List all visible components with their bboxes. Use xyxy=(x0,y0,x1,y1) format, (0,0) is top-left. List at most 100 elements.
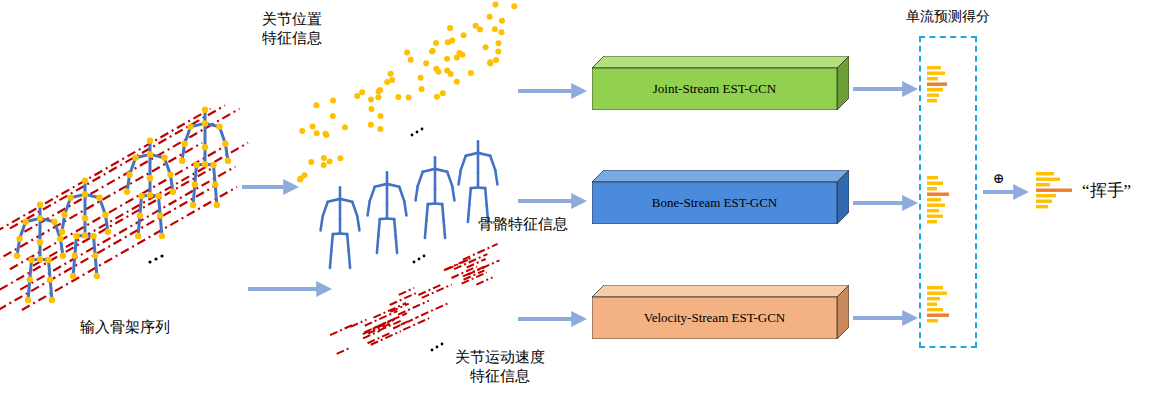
velocity-dash xyxy=(364,317,397,332)
joint-dot xyxy=(376,89,382,95)
feature-caption: 关节位置 特征信息 xyxy=(262,10,331,48)
joint-dot xyxy=(202,120,208,126)
score-bar xyxy=(927,88,943,91)
joint-dot xyxy=(499,18,505,24)
velocity-dash xyxy=(368,333,390,343)
bone-line xyxy=(349,251,350,268)
joint-dot xyxy=(60,253,66,259)
block-front xyxy=(592,68,837,110)
joint-dot xyxy=(190,202,196,208)
flow-arrow xyxy=(518,199,580,203)
joint-dot xyxy=(82,215,88,221)
velocity-dash xyxy=(365,311,398,326)
velocity-dash xyxy=(446,260,468,270)
score-bar xyxy=(927,314,949,317)
joint-dot xyxy=(337,155,343,161)
velocity-dash xyxy=(401,317,419,325)
feature-caption: 骨骼特征信息 xyxy=(478,215,568,234)
joint-dot xyxy=(210,162,216,168)
velocity-dash xyxy=(371,331,401,345)
bone-line xyxy=(447,172,452,186)
velocity-dash xyxy=(351,320,367,327)
joint-dot xyxy=(375,94,381,100)
score-bar xyxy=(927,77,938,80)
skeleton-figure xyxy=(124,138,176,240)
result-label: “挥手” xyxy=(1082,180,1131,201)
bone-line xyxy=(485,188,486,205)
flow-arrow xyxy=(248,287,325,291)
joint-dot xyxy=(434,94,440,100)
bone-line xyxy=(416,186,418,200)
score-bar xyxy=(1036,178,1060,181)
fusion-symbol: ⊕ xyxy=(993,170,1005,188)
joint-dot xyxy=(37,215,43,221)
block-label: Joint-Stream EST-GCN xyxy=(653,81,776,97)
bone-line xyxy=(418,172,423,186)
joint-dot xyxy=(330,113,336,119)
ellipsis-dot xyxy=(154,257,157,260)
bone-line xyxy=(357,216,359,230)
flow-arrow xyxy=(518,89,580,93)
joint-dot xyxy=(147,192,153,198)
score-bar xyxy=(927,303,937,306)
joint-dot xyxy=(395,94,401,100)
joint-dot xyxy=(102,212,108,218)
bone-line xyxy=(386,172,389,184)
joint-dot xyxy=(302,172,308,178)
flow-arrow xyxy=(853,316,911,320)
joint-dot xyxy=(82,191,88,197)
score-bar xyxy=(927,83,947,86)
joint-dot xyxy=(92,252,98,258)
joint-dot xyxy=(487,14,493,20)
trajectory-line xyxy=(0,167,215,290)
joint-dot xyxy=(377,126,383,132)
score-bar xyxy=(927,176,938,179)
bone-line xyxy=(425,221,426,238)
joint-dot xyxy=(167,172,173,178)
bone-line xyxy=(328,199,340,202)
bone-figures xyxy=(321,141,498,268)
bone-line xyxy=(149,154,152,178)
bone-line xyxy=(442,204,443,221)
joint-dot xyxy=(419,86,425,92)
velocity-dash xyxy=(330,325,353,335)
score-bar xyxy=(927,297,940,300)
bone-line xyxy=(434,157,437,169)
joint-dot xyxy=(159,233,165,239)
stream-block: Bone-Stream EST-GCN xyxy=(592,170,849,224)
joint-dot xyxy=(73,233,79,239)
score-bar xyxy=(1036,189,1072,192)
score-bar xyxy=(927,99,937,102)
joint-dot xyxy=(313,102,319,108)
skeleton-figure xyxy=(459,141,498,222)
score-bar xyxy=(1036,200,1052,203)
score-bar xyxy=(927,319,938,322)
flow-arrow xyxy=(983,190,1022,194)
joint-dot xyxy=(157,212,163,218)
score-bar xyxy=(927,292,947,295)
joint-dot xyxy=(138,193,144,199)
score-bar xyxy=(1036,194,1056,197)
joint-dot xyxy=(147,138,153,144)
joint-dot xyxy=(94,273,100,279)
bone-line xyxy=(399,187,404,201)
joint-dot xyxy=(214,202,220,208)
joint-dot xyxy=(59,229,65,235)
joint-dot xyxy=(368,122,374,128)
score-bar xyxy=(927,72,945,75)
joint-dot xyxy=(447,25,453,31)
joint-dot xyxy=(440,90,446,96)
bone-line xyxy=(378,219,379,236)
bone-line xyxy=(461,156,466,170)
bone-line xyxy=(477,153,480,173)
joint-dot xyxy=(161,155,167,161)
joint-dot xyxy=(14,253,20,259)
ellipsis-dot xyxy=(418,258,421,261)
bone-line xyxy=(339,219,342,233)
skeleton-figure xyxy=(368,172,407,253)
joint-dot xyxy=(495,40,501,46)
joint-dot xyxy=(445,39,451,45)
feature-caption: 关节运动速度 特征信息 xyxy=(450,348,549,386)
bone-line xyxy=(204,123,207,147)
